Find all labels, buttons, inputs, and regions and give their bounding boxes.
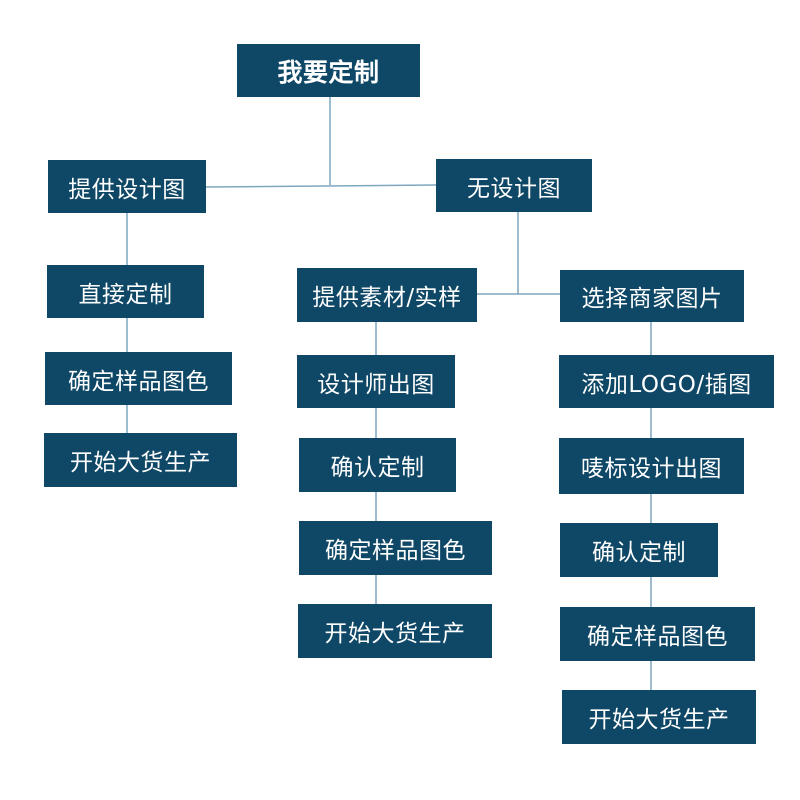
material-step-3: 确定样品图色 [299, 521, 492, 575]
branch-provided-design-node: 提供设计图 [48, 160, 206, 213]
merchant-step-4: 确定样品图色 [560, 607, 755, 661]
option-material-node: 提供素材/实样 [297, 268, 477, 322]
option-merchant-node: 选择商家图片 [560, 270, 744, 322]
provided-step-1: 直接定制 [47, 265, 204, 318]
merchant-step-5: 开始大货生产 [562, 690, 756, 744]
root-node: 我要定制 [237, 44, 420, 97]
provided-step-2: 确定样品图色 [45, 352, 232, 405]
connector [205, 184, 437, 188]
merchant-step-2: 唛标设计出图 [559, 438, 744, 494]
material-step-2: 确认定制 [299, 438, 456, 492]
merchant-step-1: 添加LOGO/插图 [559, 355, 774, 408]
provided-step-3: 开始大货生产 [44, 433, 237, 487]
material-step-1: 设计师出图 [297, 355, 455, 408]
branch-no-design-node: 无设计图 [436, 159, 592, 212]
merchant-step-3: 确认定制 [560, 523, 718, 577]
material-step-4: 开始大货生产 [298, 604, 492, 658]
